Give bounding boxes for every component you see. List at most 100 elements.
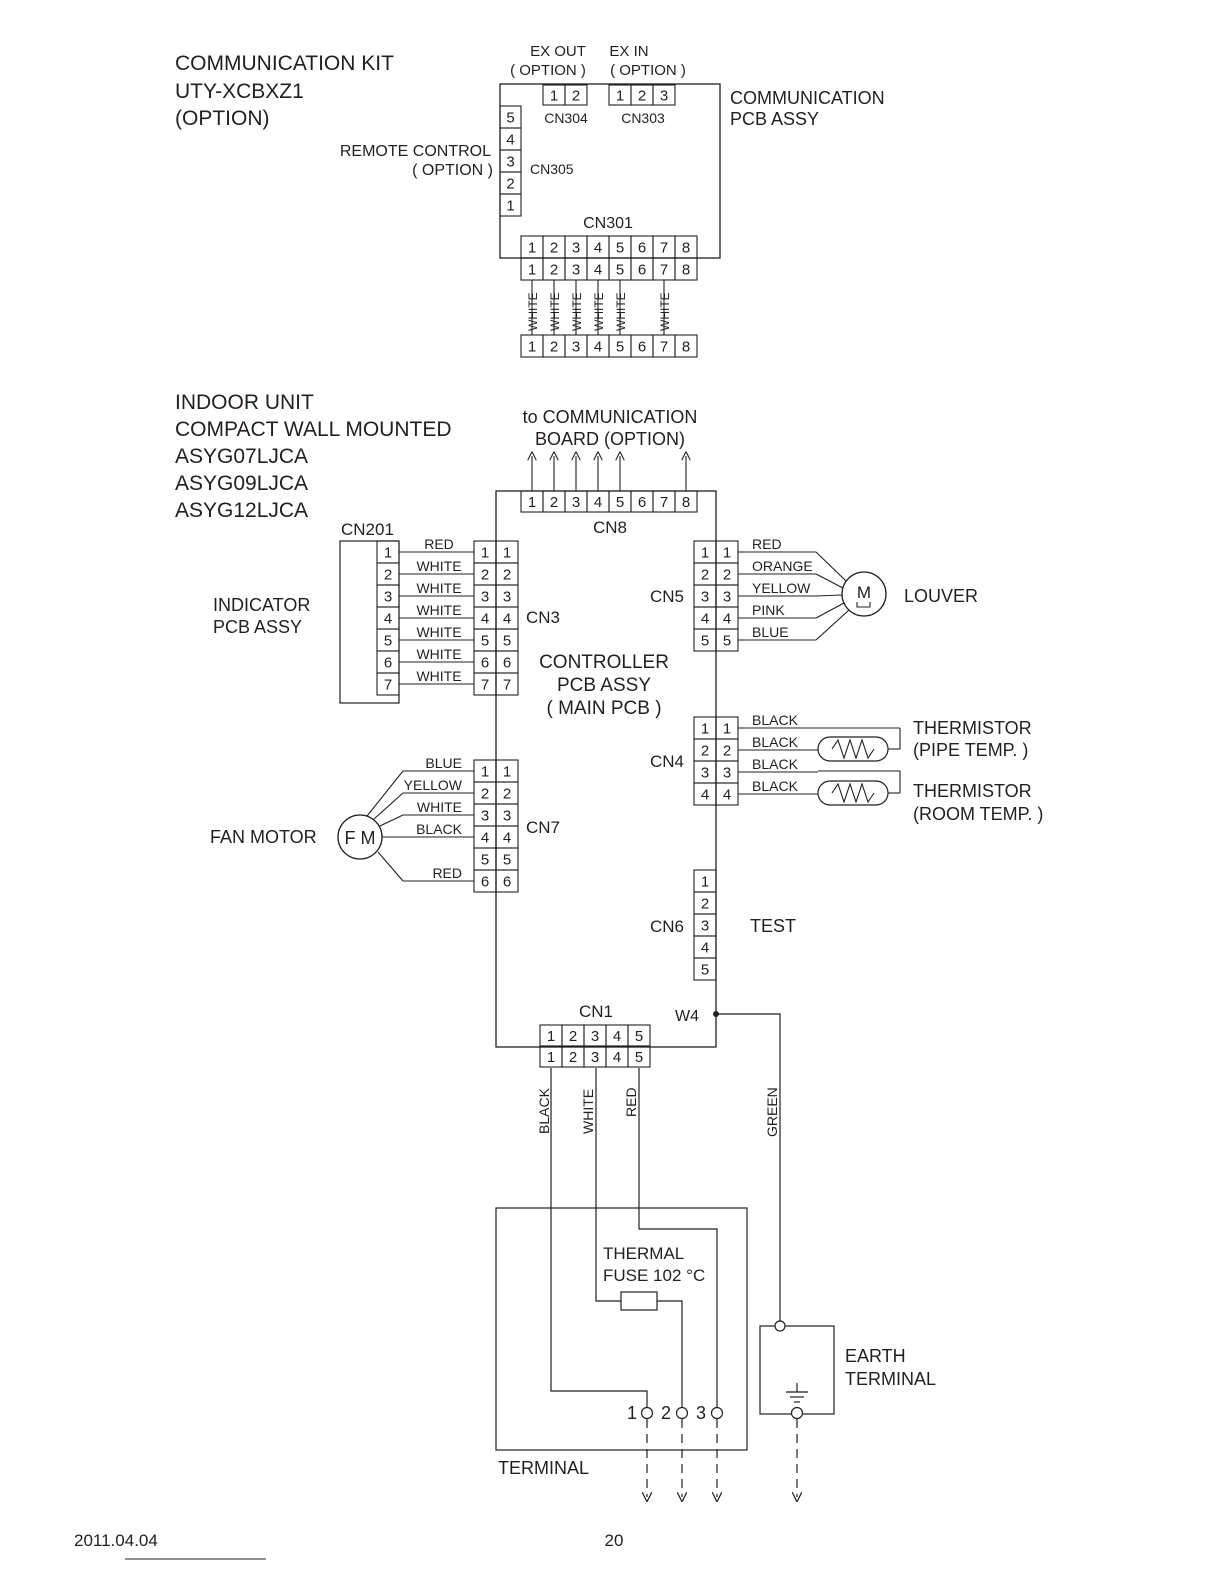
pin-label: 5	[723, 632, 731, 649]
cn7-name: CN7	[526, 818, 560, 837]
wire-color-label: YELLOW	[752, 580, 811, 596]
terminal-number-2: 2	[661, 1403, 671, 1423]
earth-label-line-2: TERMINAL	[845, 1369, 936, 1389]
comm-wire-color-label: WHITE	[526, 292, 540, 331]
pin-label: 1	[723, 720, 731, 737]
indoor-title-line-5: ASYG12LJCA	[175, 499, 308, 522]
comm-wire-color-label: WHITE	[570, 292, 584, 331]
controller-label-line-1: CONTROLLER	[539, 652, 669, 673]
wire-color-label: BLACK	[752, 756, 799, 772]
pin-label: 1	[528, 261, 536, 278]
pin-label: 6	[638, 494, 646, 511]
pin-label: 5	[481, 632, 489, 649]
pin-label: 4	[701, 939, 709, 956]
wire-color-label: BLUE	[752, 624, 789, 640]
comm-kit-title-line-1: COMMUNICATION KIT	[175, 52, 394, 75]
pin-label: 5	[384, 632, 392, 649]
pin-label: 2	[550, 494, 558, 511]
pin-label: 1	[528, 494, 536, 511]
comm-kit-title-line-2: UTY-XCBXZ1	[175, 80, 304, 103]
wire-label-black: BLACK	[536, 1087, 552, 1134]
wire-label-green: GREEN	[764, 1087, 780, 1137]
comm-wire-color-label: WHITE	[658, 292, 672, 331]
wire	[815, 594, 843, 597]
comm-kit-title: COMMUNICATION KIT UTY-XCBXZ1 (OPTION)	[175, 52, 394, 130]
wire-color-label: WHITE	[416, 668, 461, 684]
terminal-block: 1 2 3	[627, 1403, 724, 1423]
pin-label: 1	[547, 1049, 555, 1066]
stepper-symbol-icon	[856, 602, 871, 608]
pin-label: 2	[550, 338, 558, 355]
pin-label: 2	[701, 742, 709, 759]
thermal-fuse-label-line-1: THERMAL	[603, 1244, 684, 1263]
pin-label: 7	[660, 494, 668, 511]
pin-label: 3	[572, 261, 580, 278]
to-comm-label-line-2: BOARD (OPTION)	[535, 429, 685, 449]
wire-color-label: BLUE	[425, 755, 462, 771]
pin-label: 8	[682, 494, 690, 511]
pin-label: 3	[701, 764, 709, 781]
pin-label: 2	[384, 566, 392, 583]
wire-color-label: WHITE	[416, 558, 461, 574]
wire-color-label: ORANGE	[752, 558, 813, 574]
pin-label: 1	[547, 1028, 555, 1045]
pin-label: 4	[481, 610, 489, 627]
pin-label: 3	[701, 917, 709, 934]
pin-label: 3	[701, 588, 709, 605]
pin-label: 3	[723, 588, 731, 605]
wire-color-label: WHITE	[416, 646, 461, 662]
pin-label: 5	[506, 109, 514, 126]
pin-label: 5	[616, 338, 624, 355]
pin-label: 6	[503, 873, 511, 890]
footer-date: 2011.04.04	[74, 1531, 158, 1550]
comm-pcb-label-line-2: PCB ASSY	[730, 109, 819, 129]
earth-terminal-box	[759, 1325, 835, 1415]
pin-label: 5	[701, 632, 709, 649]
supply-dashed-leads	[647, 1419, 797, 1497]
page-number: 20	[605, 1531, 624, 1550]
wire	[379, 814, 404, 827]
pin-label: 5	[503, 851, 511, 868]
thermistor-pipe-line-2: (PIPE TEMP. )	[913, 740, 1028, 760]
pin-label: 1	[506, 197, 514, 214]
pin-label: 6	[481, 654, 489, 671]
pin-label: 4	[594, 494, 602, 511]
pin-label: 5	[503, 632, 511, 649]
pin-label: 4	[594, 338, 602, 355]
terminal-label: TERMINAL	[498, 1458, 589, 1478]
wire-color-label: RED	[752, 536, 782, 552]
indicator-label-line-1: INDICATOR	[213, 595, 310, 615]
pin-label: 4	[503, 829, 511, 846]
pin-label: 4	[701, 786, 709, 803]
pin-label: 4	[384, 610, 392, 627]
green-earth-wire	[716, 1013, 781, 1321]
pin-label: 1	[528, 239, 536, 256]
terminal-1-icon	[640, 1406, 654, 1420]
cn304-name: CN304	[544, 110, 588, 126]
comm-wire-color-label: WHITE	[614, 292, 628, 331]
pin-label: 3	[481, 588, 489, 605]
pin-label: 2	[723, 742, 731, 759]
comm-wire-color-label: WHITE	[548, 292, 562, 331]
pin-label: 2	[503, 566, 511, 583]
wire-color-label: WHITE	[416, 624, 461, 640]
terminal-box	[495, 1207, 748, 1451]
pin-label: 6	[503, 654, 511, 671]
pin-label: 2	[701, 895, 709, 912]
cn201-name: CN201	[341, 520, 394, 539]
thermistor-pipe-line-1: THERMISTOR	[913, 718, 1032, 738]
ex-in-option: ( OPTION )	[610, 62, 686, 79]
thermal-fuse-icon	[620, 1291, 658, 1311]
terminal-number-1: 1	[627, 1403, 637, 1423]
pin-label: 4	[481, 829, 489, 846]
pin-label: 3	[572, 494, 580, 511]
indoor-unit-title: INDOOR UNIT COMPACT WALL MOUNTED ASYG07L…	[175, 391, 452, 522]
pin-label: 8	[682, 239, 690, 256]
